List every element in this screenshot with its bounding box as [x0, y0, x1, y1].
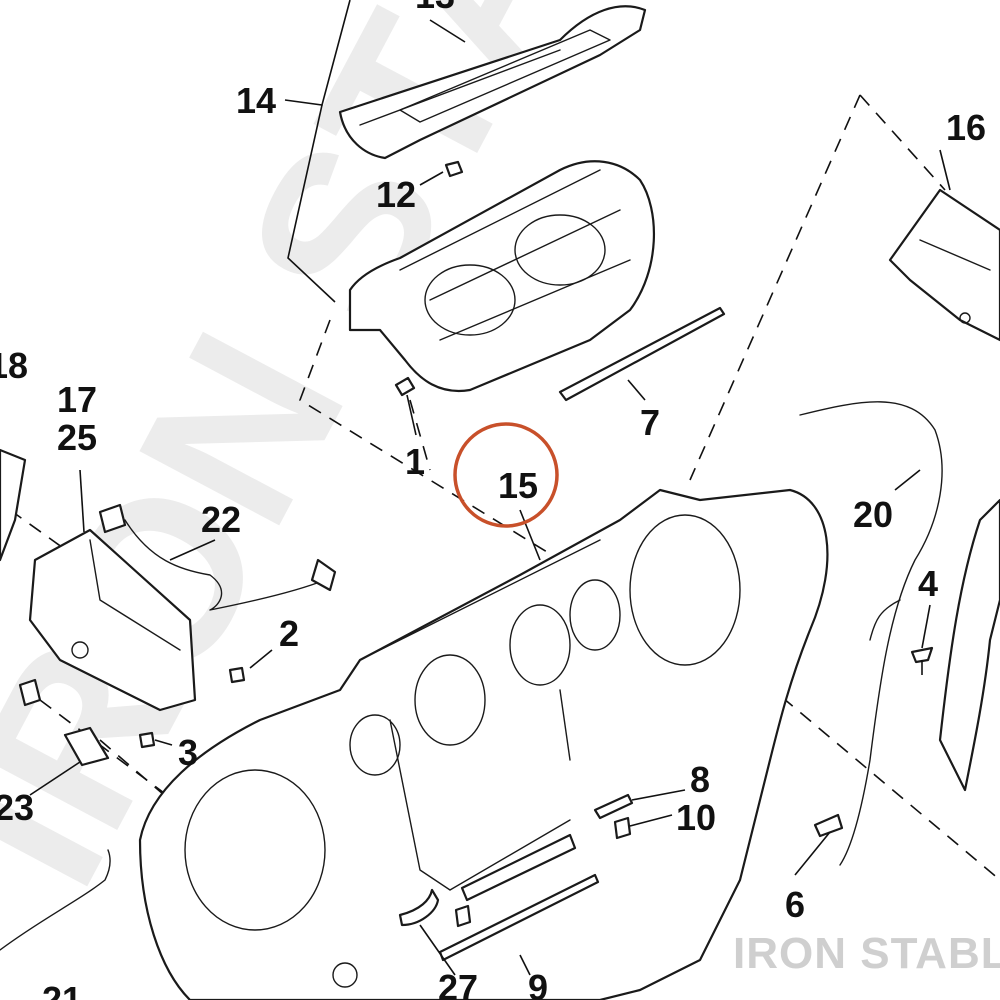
- callout-15: 15: [498, 465, 538, 506]
- callout-1: 1: [405, 441, 425, 482]
- callout-17: 17: [57, 379, 97, 420]
- part-12-clip: [444, 160, 464, 178]
- callout-2: 2: [279, 613, 299, 654]
- part-1-screw: [394, 376, 416, 397]
- callout-7: 7: [640, 402, 660, 443]
- part-10-pads: [454, 816, 632, 928]
- brand-watermark: IRON STABLE: [733, 929, 1000, 978]
- part-3-screw: [138, 731, 156, 749]
- callout-21: 21: [42, 979, 82, 1000]
- callout-14: 14: [236, 80, 276, 121]
- callout-18: 18: [0, 345, 28, 386]
- callout-25: 25: [57, 417, 97, 458]
- part-27-trim: [398, 888, 440, 927]
- leader-lines: [29, 0, 951, 976]
- part-4-push-pin: [910, 646, 934, 675]
- part-23-connector: [18, 678, 110, 767]
- part-13-trim-panel: [338, 5, 647, 160]
- callout-13: 13: [415, 0, 455, 16]
- part-right-side-panel: [869, 498, 1000, 792]
- callout-6: 6: [785, 884, 805, 925]
- part-21-trim: [0, 849, 111, 951]
- callout-16: 16: [946, 107, 986, 148]
- callout-10: 10: [676, 797, 716, 838]
- part-7-seal-strip: [558, 306, 726, 402]
- part-20-wire-trim: [799, 401, 943, 866]
- callout-27: 27: [438, 967, 478, 1000]
- callout-20: 20: [853, 494, 893, 535]
- part-2-screw: [228, 666, 246, 684]
- callout-22: 22: [201, 499, 241, 540]
- part-14-vent-housing: [348, 160, 656, 393]
- part-8-strip: [593, 793, 634, 820]
- callout-9: 9: [528, 967, 548, 1000]
- part-15-inner-fairing: [138, 488, 829, 1000]
- part-6-push-pin: [813, 813, 844, 838]
- part-17-radio-module: [28, 528, 197, 712]
- callout-23: 23: [0, 787, 34, 828]
- callout-8: 8: [690, 759, 710, 800]
- part-18-left-bracket: [0, 448, 27, 562]
- part-16-bracket: [888, 188, 1000, 342]
- callout-3: 3: [178, 732, 198, 773]
- part-22-cable: [98, 503, 337, 611]
- highlight-ring: [453, 422, 559, 528]
- callout-4: 4: [918, 563, 938, 604]
- callout-12: 12: [376, 174, 416, 215]
